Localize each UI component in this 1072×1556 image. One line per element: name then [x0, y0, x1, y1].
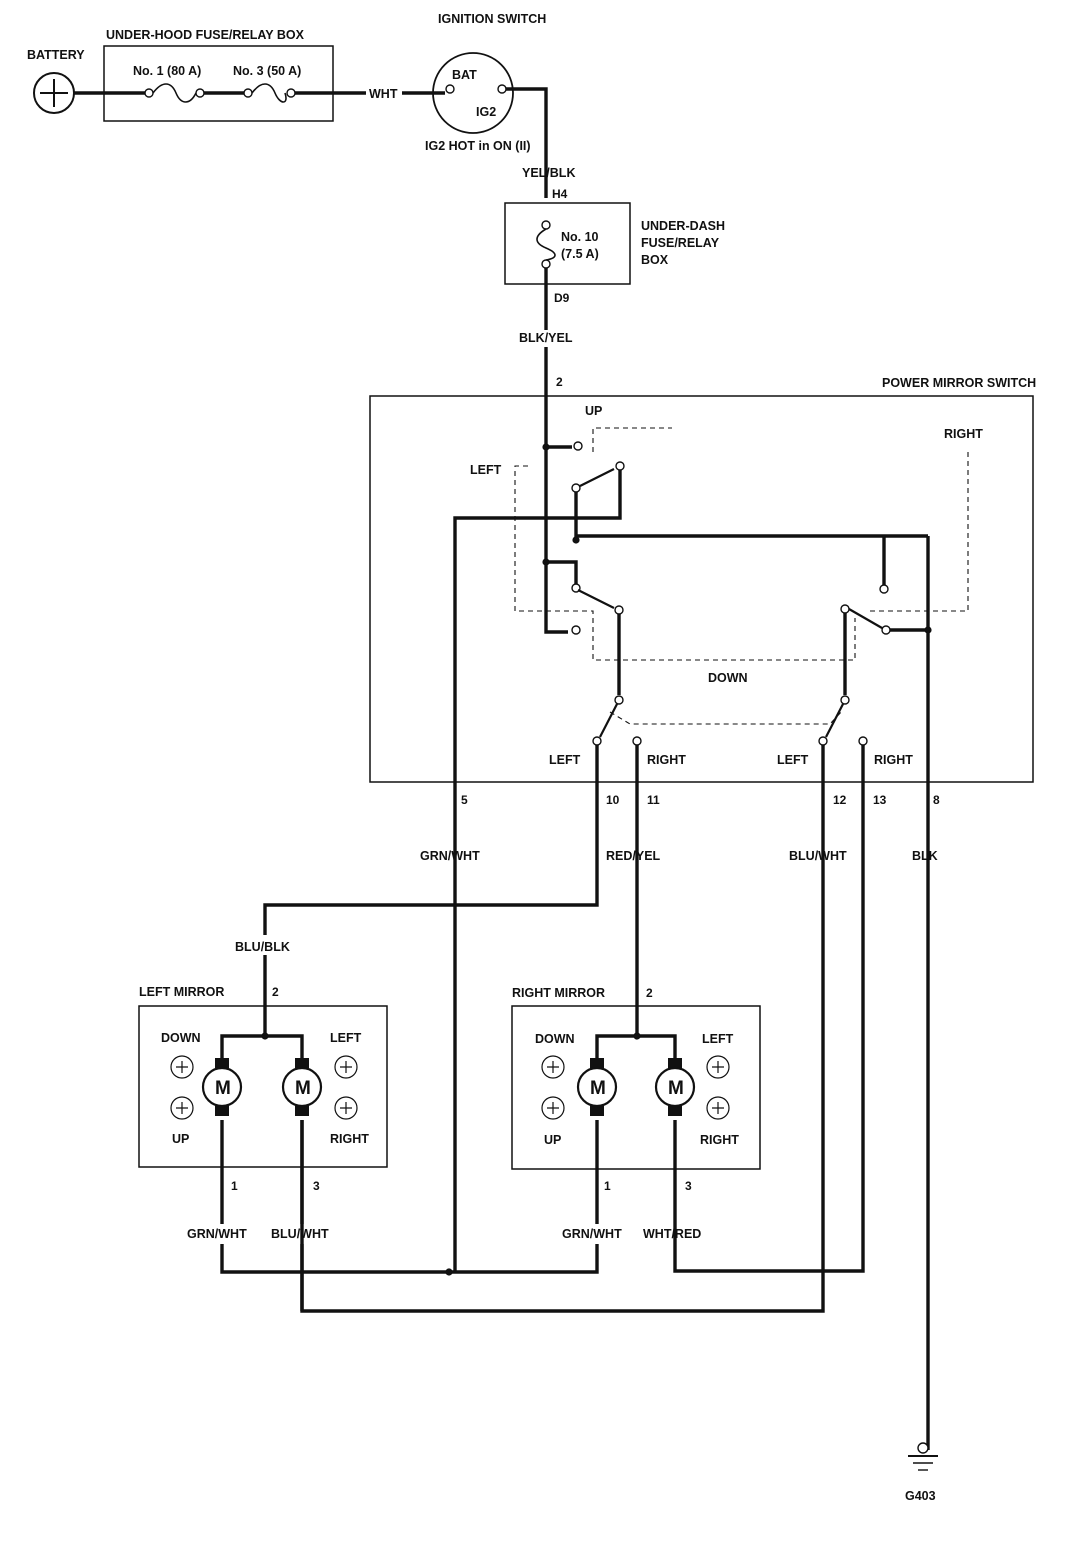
right-mirror-box — [511, 1005, 761, 1170]
right-motor-b-m: M — [668, 1078, 684, 1099]
fuse-no3 — [243, 83, 296, 103]
ign-ig2-label: IG2 — [476, 105, 496, 119]
switch-pin-12: 12 — [833, 793, 847, 807]
fuse-no1 — [144, 83, 205, 103]
switch-left-label: LEFT — [470, 463, 502, 477]
right-mirror-pin3-wire-label: WHT/RED — [643, 1227, 701, 1241]
right-mirror-left-label: LEFT — [702, 1032, 734, 1046]
grn-wht-mirror-wire — [220, 1120, 599, 1274]
fuse-no10 — [536, 220, 556, 269]
switch-pin-2: 2 — [556, 375, 563, 389]
left-mirror-up-label: UP — [172, 1132, 189, 1146]
left-mirror-pin-3: 3 — [313, 1179, 320, 1193]
selector-switch-a — [592, 695, 642, 746]
wire-label-red-yel: RED/YEL — [606, 849, 661, 863]
underdash-label-2: FUSE/RELAY — [641, 236, 720, 250]
fuse1-label: No. 1 (80 A) — [133, 64, 201, 78]
up-link — [592, 427, 672, 452]
left-mirror-pin-1: 1 — [231, 1179, 238, 1193]
selector-b-left-label: LEFT — [777, 753, 809, 767]
ign-note: IG2 HOT in ON (II) — [425, 139, 531, 153]
battery-symbol — [33, 72, 75, 114]
fuse3-label: No. 3 (50 A) — [233, 64, 301, 78]
switch-pin-13: 13 — [873, 793, 887, 807]
switch-pin-5: 5 — [461, 793, 468, 807]
right-mirror-common — [595, 1034, 677, 1062]
plus-icon — [541, 1055, 730, 1120]
switch-down-label: DOWN — [708, 671, 748, 685]
right-mirror-motor-b — [654, 1058, 696, 1116]
right-mirror-down-label: DOWN — [535, 1032, 575, 1046]
wire-label-wht: WHT — [369, 87, 398, 101]
left-mirror-pin3-wire-label: BLU/WHT — [271, 1227, 329, 1241]
right-mirror-pin-2: 2 — [646, 986, 653, 1000]
wire-label-blk-yel: BLK/YEL — [519, 331, 573, 345]
left-mirror-label: LEFT MIRROR — [139, 985, 224, 999]
left-down-link — [514, 465, 856, 661]
power-mirror-switch-box — [369, 395, 1034, 783]
switch-right-label: RIGHT — [944, 427, 983, 441]
underdash-label-1: UNDER-DASH — [641, 219, 725, 233]
left-motor-a-m: M — [215, 1078, 231, 1099]
wire-label-blu-wht: BLU/WHT — [789, 849, 847, 863]
ground-symbol — [908, 1442, 938, 1471]
right-mirror-up-label: UP — [544, 1133, 561, 1147]
left-mirror-pin-2: 2 — [272, 985, 279, 999]
fuse10-label-2: (7.5 A) — [561, 247, 599, 261]
grn-wht-wire — [453, 470, 622, 1273]
underhood-box-label: UNDER-HOOD FUSE/RELAY BOX — [106, 28, 305, 42]
switch-up-label: UP — [585, 404, 602, 418]
selector-a-left-label: LEFT — [549, 753, 581, 767]
connector-h4: H4 — [552, 187, 568, 201]
underhood-fuse-box — [103, 45, 334, 122]
right-mirror-label: RIGHT MIRROR — [512, 986, 605, 1000]
left-mirror-down-label: DOWN — [161, 1031, 201, 1045]
wire-label-yel-blk: YEL/BLK — [522, 166, 575, 180]
right-mirror-pin-3: 3 — [685, 1179, 692, 1193]
yel-blk-wire — [506, 87, 548, 198]
selector-switch-b — [818, 695, 868, 746]
fuse10-label-1: No. 10 — [561, 230, 599, 244]
ignition-switch — [432, 52, 514, 134]
switch-pin-8: 8 — [933, 793, 940, 807]
connector-d9: D9 — [554, 291, 570, 305]
left-mirror-motor-a — [201, 1058, 243, 1116]
left-mirror-right-label: RIGHT — [330, 1132, 369, 1146]
left-mirror-left-label: LEFT — [330, 1031, 362, 1045]
underdash-fuse-box — [504, 202, 631, 285]
selector-a-right-label: RIGHT — [647, 753, 686, 767]
ign-bat-label: BAT — [452, 68, 477, 82]
right-mirror-pin1-wire-label: GRN/WHT — [562, 1227, 622, 1241]
selector-link — [609, 709, 844, 725]
right-mirror-right-label: RIGHT — [700, 1133, 739, 1147]
selector-b-right-label: RIGHT — [874, 753, 913, 767]
left-down-feed — [546, 560, 578, 584]
left-mirror-common — [220, 1034, 304, 1062]
right-motor-a-m: M — [590, 1078, 606, 1099]
left-mirror-motor-b — [281, 1058, 323, 1116]
right-mirror-pin-1: 1 — [604, 1179, 611, 1193]
blu-blk-wire — [263, 745, 599, 1036]
left-motor-b-m: M — [295, 1078, 311, 1099]
wire-label-grn-wht: GRN/WHT — [420, 849, 480, 863]
blk-yel-wire — [544, 268, 568, 634]
plus-icon — [170, 1055, 358, 1120]
ignition-switch-label: IGNITION SWITCH — [438, 12, 546, 26]
wire-label-blu-blk: BLU/BLK — [235, 940, 290, 954]
left-mirror-pin1-wire-label: GRN/WHT — [187, 1227, 247, 1241]
switch-pin-10: 10 — [606, 793, 620, 807]
switch-pin-11: 11 — [647, 793, 660, 807]
underdash-label-3: BOX — [641, 253, 669, 267]
common-bus-wire — [574, 492, 928, 538]
power-mirror-switch-label: POWER MIRROR SWITCH — [882, 376, 1036, 390]
right-mirror-motor-a — [576, 1058, 618, 1116]
left-mirror-box — [138, 1005, 388, 1168]
battery-label: BATTERY — [27, 48, 85, 62]
ground-label: G403 — [905, 1489, 936, 1503]
wht-red-wire — [673, 745, 865, 1273]
wire-label-blk: BLK — [912, 849, 938, 863]
